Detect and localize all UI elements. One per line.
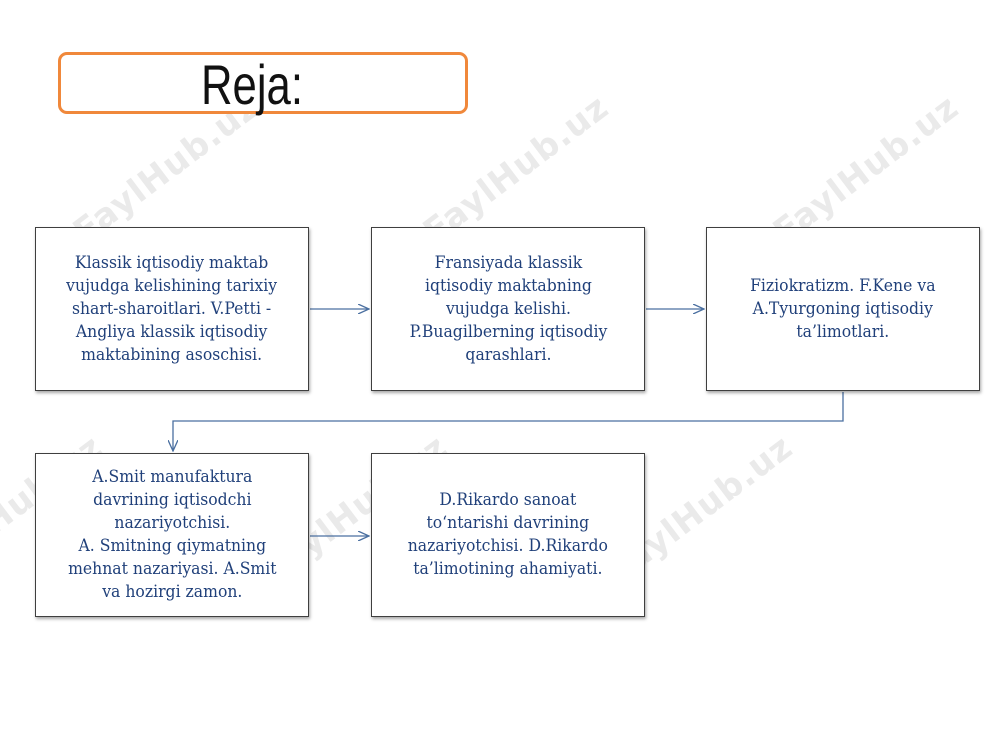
flow-node-2: Fransiyada klassik iqtisodiy maktabning … [371,227,645,391]
arrow-node3-to-node4 [173,392,844,451]
flow-node-text: Klassik iqtisodiy maktab vujudga kelishi… [66,252,278,365]
flow-node-text: A.Smit manufaktura davrining iqtisodchi … [67,467,277,602]
title-box: Reja: [58,52,468,116]
flow-node-1: Klassik iqtisodiy maktab vujudga kelishi… [35,227,309,391]
page-title: Reja: [201,53,303,116]
flow-node-3: Fiziokratizm. F.Kene va A.Tyurgoning iqt… [706,227,980,391]
flow-node-5: D.Rikardo sanoat to‘ntarishi davrining n… [371,453,645,617]
flow-node-text: Fransiyada klassik iqtisodiy maktabning … [409,252,607,365]
flow-node-text: Fiziokratizm. F.Kene va A.Tyurgoning iqt… [750,275,936,342]
flow-node-4: A.Smit manufaktura davrining iqtisodchi … [35,453,309,617]
flow-node-text: D.Rikardo sanoat to‘ntarishi davrining n… [407,490,609,579]
